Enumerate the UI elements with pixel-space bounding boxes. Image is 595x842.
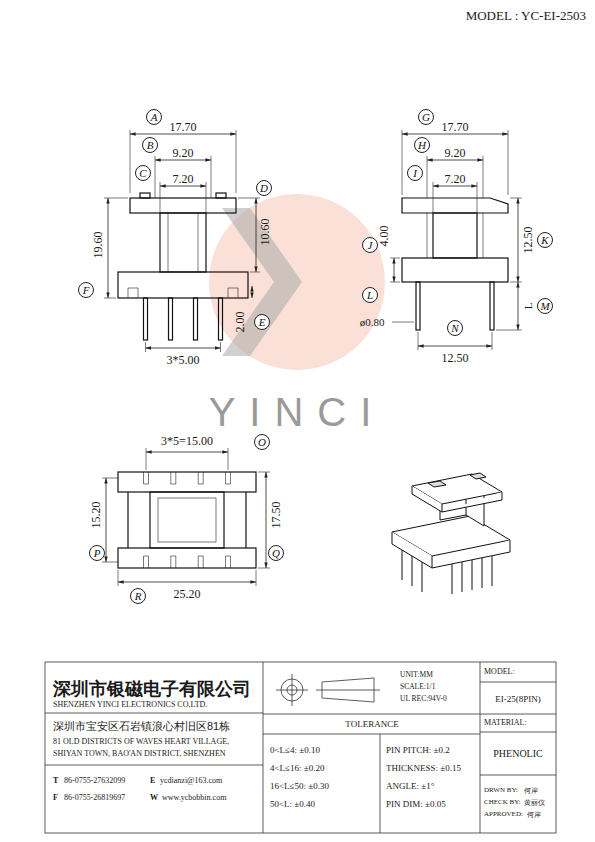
- dimension-value: 19.60: [92, 232, 104, 259]
- title-block-text: UL REC:94V-0: [400, 695, 447, 703]
- title-block-text: PHENOLIC: [493, 749, 542, 759]
- top-view: [102, 448, 270, 586]
- title-block-text: 86-0755-26819697: [64, 794, 125, 802]
- callout-circle: H: [414, 137, 430, 153]
- callout-letter: K: [541, 235, 548, 246]
- callout-circle: J: [362, 237, 378, 253]
- callout-letter: G: [422, 112, 430, 123]
- callout-letter: R: [135, 591, 142, 602]
- callout-letter: E: [259, 317, 266, 328]
- callout-letter: B: [147, 140, 154, 151]
- callout-letter: F: [83, 285, 90, 296]
- dimension-value: 10.60: [259, 219, 271, 246]
- title-block: [45, 662, 556, 833]
- dimension-value: 17.70: [170, 121, 197, 133]
- dimension-value: 9.20: [173, 147, 194, 159]
- dimension-value: ø0.80: [360, 317, 385, 328]
- callout-circle: Q: [268, 545, 284, 561]
- callout-letter: Q: [272, 548, 280, 559]
- dimension-value: 7.20: [445, 173, 466, 185]
- title-block-text: MATERIAL:: [484, 719, 527, 727]
- callout-circle: F: [78, 282, 94, 298]
- callout-circle: A: [146, 109, 162, 125]
- dimension-value: 3*5.00: [167, 354, 200, 366]
- title-block-text: 4<L≤16: ±0.20: [270, 764, 324, 773]
- title-block-text: CHECK BY:: [484, 799, 521, 806]
- callout-circle: D: [256, 180, 272, 196]
- dimension-value: 25.20: [174, 588, 201, 600]
- dimension-value: 2.00: [234, 312, 246, 333]
- callout-letter: C: [139, 168, 146, 179]
- callout-letter: N: [451, 323, 458, 334]
- title-block-text: 何岸: [527, 811, 541, 818]
- dimension-value: 15.20: [90, 502, 102, 529]
- watermark-text: YINCI: [209, 392, 386, 432]
- dimension-value: 4.00: [378, 226, 390, 247]
- title-block-text: SCALE:1/1: [400, 683, 435, 691]
- callout-circle: E: [254, 314, 270, 330]
- title-block-text: ycdianzi@163.com: [160, 777, 222, 785]
- title-block-text: SHENZHEN YINCI ELECTRONICS CO,LTD.: [53, 701, 207, 709]
- dimension-value: 9.20: [445, 147, 466, 159]
- front-view: [104, 130, 260, 352]
- side-view: [390, 130, 522, 350]
- model-title: MODEL : YC-EI-2503: [466, 9, 586, 22]
- callout-letter: M: [540, 301, 549, 312]
- title-block-text: 16<L≤50: ±0.30: [270, 782, 329, 791]
- title-block-text: 50<L: ±0.40: [270, 800, 315, 809]
- title-block-text: ANGLE: ±1°: [386, 782, 434, 791]
- title-block-text: MODEL:: [484, 668, 515, 676]
- title-block-text: TOLERANCE: [345, 720, 398, 729]
- callout-letter: J: [368, 240, 373, 251]
- dimension-value: 17.50: [270, 502, 282, 529]
- callout-circle: N: [447, 320, 463, 336]
- callout-circle: O: [254, 434, 270, 450]
- watermark-logo: [209, 194, 385, 370]
- title-block-text: E: [150, 777, 155, 785]
- title-block-text: W: [150, 794, 158, 802]
- title-block-text: 深圳市银磁电子有限公司: [53, 680, 251, 698]
- callout-circle: R: [130, 588, 146, 604]
- title-block-text: T: [53, 777, 58, 785]
- title-block-text: PIN DIM: ±0.05: [386, 800, 446, 809]
- callout-letter: L: [367, 290, 373, 301]
- callout-circle: M: [537, 298, 553, 314]
- dimension-value: 12.50: [522, 227, 534, 254]
- callout-circle: K: [537, 232, 553, 248]
- isometric-view: [392, 473, 510, 594]
- dimension-value: 12.50: [442, 352, 469, 364]
- title-block-text: www.ycbobbin.com: [162, 794, 226, 802]
- dimension-value: 3*5=15.00: [161, 435, 213, 447]
- dimension-value: 17.70: [442, 121, 469, 133]
- dimension-value: 7.20: [173, 173, 194, 185]
- callout-letter: H: [418, 140, 426, 151]
- title-block-text: 黄丽仪: [524, 799, 545, 806]
- callout-letter: I: [413, 168, 417, 179]
- callout-circle: L: [362, 287, 378, 303]
- title-block-text: 81 OLD DISTRICTS OF WAVES HEART VILLAGE,: [53, 738, 229, 746]
- title-block-text: THICKNESS: ±0.15: [386, 764, 461, 773]
- title-block-text: SHIYAN TOWN, BAO'AN DISTRICT, SHENZHEN: [53, 750, 226, 758]
- title-block-text: 86-0755-27632099: [64, 777, 125, 785]
- callout-circle: B: [142, 137, 158, 153]
- title-block-text: UNIT:MM: [400, 671, 433, 679]
- title-block-text: PIN PITCH: ±0.2: [386, 746, 450, 755]
- callout-circle: G: [418, 109, 434, 125]
- callout-letter: P: [94, 548, 101, 559]
- dimension-value: L: [523, 303, 534, 310]
- callout-letter: A: [151, 112, 158, 123]
- callout-letter: D: [260, 183, 268, 194]
- callout-circle: I: [407, 165, 423, 181]
- title-block-text: F: [53, 794, 58, 802]
- title-block-text: 何岸: [524, 787, 538, 794]
- title-block-text: DRWN BY:: [484, 787, 518, 794]
- title-block-text: 0<L≤4: ±0.10: [270, 746, 320, 755]
- title-block-text: APPROVED:: [484, 811, 523, 818]
- callout-letter: O: [258, 437, 266, 448]
- title-block-text: EI-25(8PIN): [495, 695, 541, 704]
- callout-circle: P: [89, 545, 105, 561]
- callout-circle: C: [135, 165, 151, 181]
- title-block-text: 深圳市宝安区石岩镇浪心村旧区81栋: [53, 721, 230, 732]
